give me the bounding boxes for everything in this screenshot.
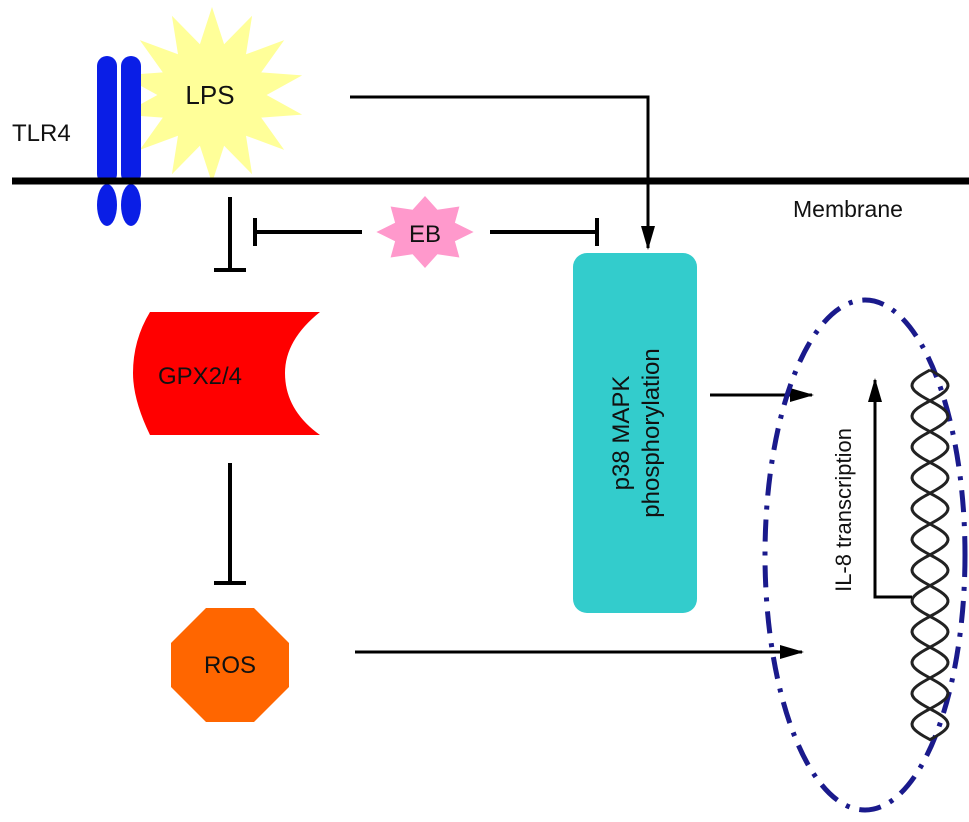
ros-label: ROS <box>204 652 256 679</box>
inhibit-gpx <box>214 197 246 272</box>
lps-star-shape <box>121 7 303 183</box>
dna-helix-icon <box>910 368 950 742</box>
membrane-label: Membrane <box>793 196 903 222</box>
tlr4-label: TLR4 <box>12 120 71 147</box>
dna-strand <box>910 368 950 742</box>
nucleus-boundary <box>762 297 968 813</box>
lps-label: LPS <box>185 80 234 110</box>
il8-transcription-label: IL-8 transcription <box>831 428 856 592</box>
eb-inhibit-left <box>253 218 362 246</box>
eb-label: EB <box>409 221 441 248</box>
p38-label-line2: phosphorylation <box>638 348 665 517</box>
gpx-shape <box>133 312 320 435</box>
transcription-arrow <box>868 378 912 599</box>
inhibit-ros <box>214 463 246 585</box>
lps-to-p38-arrow <box>350 95 655 250</box>
eb-star-shape <box>376 196 474 268</box>
gpx-label: GPX2/4 <box>158 363 242 390</box>
tlr4-receptor <box>97 56 141 226</box>
eb-inhibit-right <box>490 218 599 246</box>
p38-label-line1: p38 MAPK <box>608 376 635 491</box>
ros-octagon <box>171 608 289 722</box>
p38-box <box>573 253 697 613</box>
